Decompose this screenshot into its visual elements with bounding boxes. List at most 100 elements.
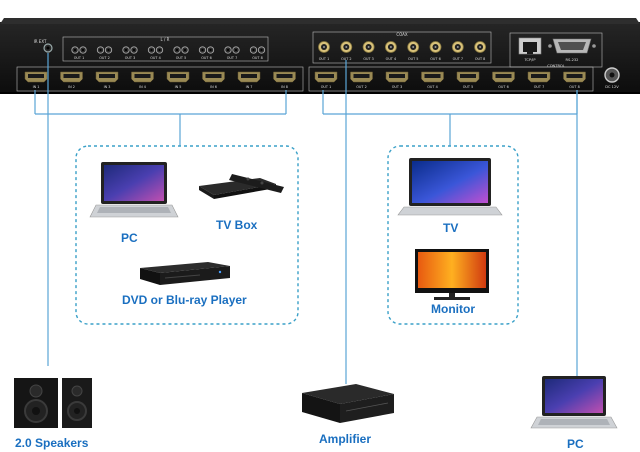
display-monitor-label: Monitor <box>431 302 475 316</box>
hdmi-port-icon[interactable] <box>492 71 515 83</box>
rca-jack-icon[interactable] <box>71 46 87 54</box>
audio-out-label: OUT 4 <box>150 56 160 60</box>
rca-jack-icon[interactable] <box>147 46 164 54</box>
tv-icon <box>397 158 503 216</box>
hdmi-in-label: IN 4 <box>139 85 146 89</box>
rs232-port-icon[interactable] <box>548 38 596 54</box>
laptop-output-icon <box>530 376 618 429</box>
hdmi-out-label: OUT 1 <box>321 85 331 89</box>
hdmi-in-label: IN 2 <box>68 85 75 89</box>
rca-jack-icon[interactable] <box>224 46 240 54</box>
rca-jack-icon[interactable] <box>173 46 189 54</box>
control-label: CONTROL <box>547 64 565 68</box>
coax-out-label: OUT 5 <box>408 57 418 61</box>
lr-audio-group <box>62 36 269 62</box>
rca-jack-icon[interactable] <box>384 41 397 53</box>
rca-jack-icon[interactable] <box>318 41 330 53</box>
coax-out-label: OUT 6 <box>430 57 440 61</box>
coax-out-label: OUT 7 <box>453 57 463 61</box>
hdmi-out-label: OUT 4 <box>427 85 437 89</box>
hdmi-port-icon[interactable] <box>237 71 261 83</box>
source-pc-label: PC <box>121 231 138 245</box>
hdmi-out-label: OUT 7 <box>534 85 544 89</box>
rca-jack-icon[interactable] <box>340 41 353 53</box>
hdmi-port-icon[interactable] <box>166 71 190 83</box>
coax-group <box>312 31 492 64</box>
rs232-label: RS-232 <box>566 58 579 62</box>
hdmi-port-icon[interactable] <box>95 71 119 83</box>
display-tv-label: TV <box>443 221 459 235</box>
output-pc-label: PC <box>567 437 584 451</box>
output-speakers-label: 2.0 Speakers <box>15 436 89 450</box>
hdmi-in-label: IN 5 <box>175 85 182 89</box>
rca-jack-icon[interactable] <box>122 46 138 54</box>
lr-label: L / R <box>161 37 170 42</box>
coax-out-label: OUT 3 <box>363 57 373 61</box>
output-amplifier-label: Amplifier <box>319 432 372 446</box>
coax-out-label: OUT 4 <box>386 57 396 61</box>
rca-jack-icon[interactable] <box>429 41 442 53</box>
source-player-label: DVD or Blu-ray Player <box>122 293 247 307</box>
audio-out-label: OUT 1 <box>74 56 84 60</box>
connection-lines <box>34 53 578 384</box>
audio-out-label: OUT 3 <box>125 56 135 60</box>
hdmi-port-icon[interactable] <box>456 71 480 83</box>
ir-jack-icon[interactable] <box>43 43 53 53</box>
rca-jack-icon[interactable] <box>407 41 420 53</box>
hdmi-out-group <box>308 66 594 92</box>
audio-out-label: OUT 7 <box>227 56 237 60</box>
audio-out-label: OUT 6 <box>201 56 211 60</box>
power-label: DC 12V <box>605 85 619 89</box>
rca-jack-icon[interactable] <box>198 46 215 54</box>
hdmi-port-icon[interactable] <box>350 71 373 83</box>
hdmi-port-icon[interactable] <box>314 71 338 83</box>
monitor-icon <box>415 249 489 300</box>
ir-label: IR EXT <box>34 39 47 44</box>
hdmi-port-icon[interactable] <box>563 71 586 83</box>
hdmi-port-icon[interactable] <box>527 71 551 83</box>
audio-out-label: OUT 2 <box>99 56 109 60</box>
hdmi-in-label: IN 8 <box>281 85 288 89</box>
tcpip-label: TCP/IP <box>523 58 536 62</box>
audio-out-label: OUT 5 <box>176 56 186 60</box>
hdmi-out-label: OUT 2 <box>356 85 366 89</box>
hdmi-out-label: OUT 6 <box>498 85 508 89</box>
sources-group <box>75 145 299 325</box>
bluray-player-icon <box>140 262 230 285</box>
hdmi-port-icon[interactable] <box>273 71 296 83</box>
hdmi-out-label: OUT 8 <box>569 85 579 89</box>
hdmi-in-label: IN 6 <box>210 85 217 89</box>
hdmi-out-label: OUT 5 <box>463 85 473 89</box>
hdmi-in-label: IN 3 <box>104 85 111 89</box>
coax-out-label: OUT 1 <box>319 57 329 61</box>
speakers-icon <box>14 378 92 428</box>
rca-jack-icon[interactable] <box>362 41 375 53</box>
hdmi-port-icon[interactable] <box>24 71 48 83</box>
rca-jack-icon[interactable] <box>451 41 464 53</box>
audio-out-label: OUT 8 <box>252 56 262 60</box>
coax-label: COAX <box>396 32 408 37</box>
rca-jack-icon[interactable] <box>96 46 113 54</box>
source-tvbox-label: TV Box <box>216 218 258 232</box>
rca-jack-icon[interactable] <box>474 41 487 53</box>
amplifier-icon <box>302 384 394 423</box>
rca-jack-icon[interactable] <box>249 46 266 54</box>
displays-group <box>387 145 519 325</box>
ethernet-port-icon[interactable] <box>518 37 542 55</box>
hdmi-port-icon[interactable] <box>60 71 83 83</box>
hdmi-in-label: IN 7 <box>246 85 253 89</box>
coax-out-label: OUT 8 <box>475 57 485 61</box>
hdmi-port-icon[interactable] <box>385 71 409 83</box>
laptop-icon <box>89 162 179 218</box>
dc-jack-icon[interactable] <box>604 67 620 83</box>
remote-icon <box>229 174 284 193</box>
coax-out-label: OUT 2 <box>341 57 351 61</box>
hdmi-port-icon[interactable] <box>421 71 444 83</box>
hdmi-out-label: OUT 3 <box>392 85 402 89</box>
hdmi-in-group <box>16 66 304 92</box>
hdmi-port-icon[interactable] <box>202 71 225 83</box>
hdmi-in-label: IN 1 <box>33 85 40 89</box>
matrix-chassis <box>0 18 640 94</box>
hdmi-port-icon[interactable] <box>131 71 154 83</box>
